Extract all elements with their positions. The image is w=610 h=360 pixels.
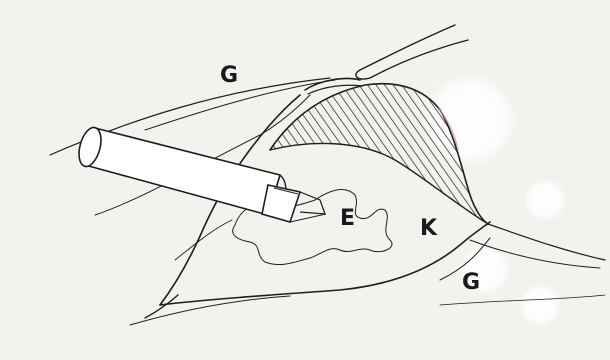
label-g-top: G <box>220 65 238 87</box>
label-e: E <box>340 208 355 230</box>
label-k: K <box>420 218 437 240</box>
label-g-bottom: G <box>462 272 480 294</box>
